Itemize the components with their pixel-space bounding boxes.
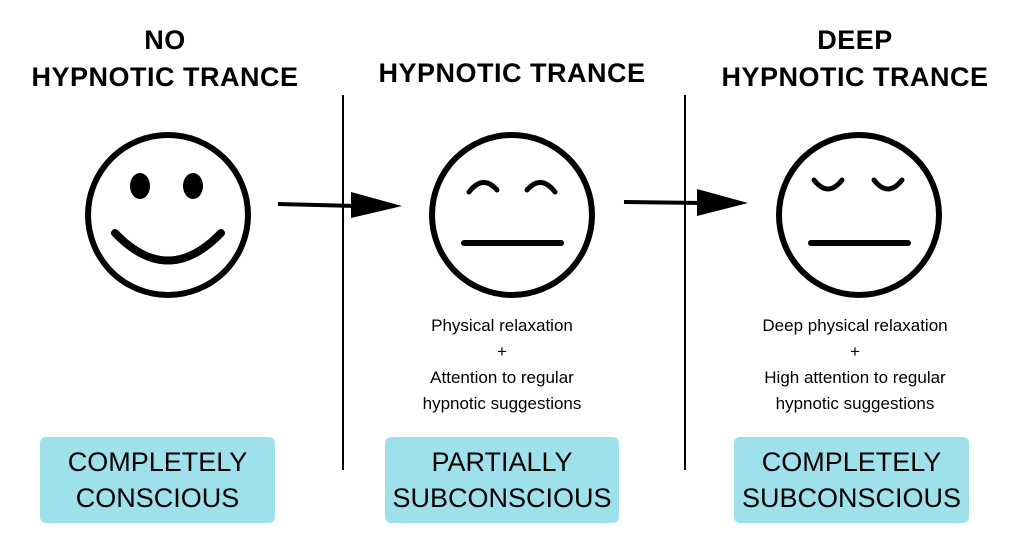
stage-title-line: NO bbox=[144, 25, 186, 55]
description-line: High attention to regular bbox=[764, 368, 946, 387]
stage-title: DEEP HYPNOTIC TRANCE bbox=[690, 22, 1020, 96]
stage-title-line: HYPNOTIC TRANCE bbox=[721, 62, 989, 92]
state-line: COMPLETELY bbox=[67, 447, 248, 477]
state-box: COMPLETELY CONSCIOUS bbox=[40, 437, 275, 523]
stage-deep-trance: DEEP HYPNOTIC TRANCE Deep physical relax… bbox=[690, 0, 1020, 536]
smiling-face-icon bbox=[85, 132, 251, 298]
state-line: PARTIALLY bbox=[431, 447, 573, 477]
divider bbox=[342, 95, 344, 470]
stage-title-line: DEEP bbox=[817, 25, 893, 55]
description-line: hypnotic suggestions bbox=[775, 394, 935, 413]
arrow-right-icon bbox=[277, 192, 402, 218]
stage-no-trance: NO HYPNOTIC TRANCE COMPLETELY CONSCIOUS bbox=[0, 0, 330, 536]
description-line: + bbox=[497, 342, 507, 361]
state-line: SUBCONSCIOUS bbox=[741, 483, 962, 513]
description-line: Deep physical relaxation bbox=[762, 316, 948, 335]
stage-hypnotic-trance: HYPNOTIC TRANCE Physical relaxation + At… bbox=[347, 0, 677, 536]
stage-title: HYPNOTIC TRANCE bbox=[347, 55, 677, 92]
arrow-right-icon bbox=[623, 189, 748, 216]
divider bbox=[684, 95, 686, 470]
state-box: COMPLETELY SUBCONSCIOUS bbox=[734, 437, 969, 523]
eyes-closed-face-icon bbox=[776, 132, 942, 298]
stage-title-line: HYPNOTIC TRANCE bbox=[31, 62, 299, 92]
relaxed-face-icon bbox=[429, 132, 595, 298]
description-line: Physical relaxation bbox=[431, 316, 573, 335]
stage-title-line: HYPNOTIC TRANCE bbox=[378, 58, 646, 88]
stage-title: NO HYPNOTIC TRANCE bbox=[0, 22, 330, 96]
description-line: hypnotic suggestions bbox=[422, 394, 582, 413]
state-line: SUBCONSCIOUS bbox=[392, 483, 612, 513]
description-line: Attention to regular bbox=[430, 368, 574, 387]
stage-description: Physical relaxation + Attention to regul… bbox=[337, 313, 667, 417]
stage-description: Deep physical relaxation + High attentio… bbox=[690, 313, 1020, 417]
state-line: COMPLETELY bbox=[761, 447, 942, 477]
state-box: PARTIALLY SUBCONSCIOUS bbox=[385, 437, 619, 523]
description-line: + bbox=[850, 342, 860, 361]
state-line: CONSCIOUS bbox=[75, 483, 240, 513]
